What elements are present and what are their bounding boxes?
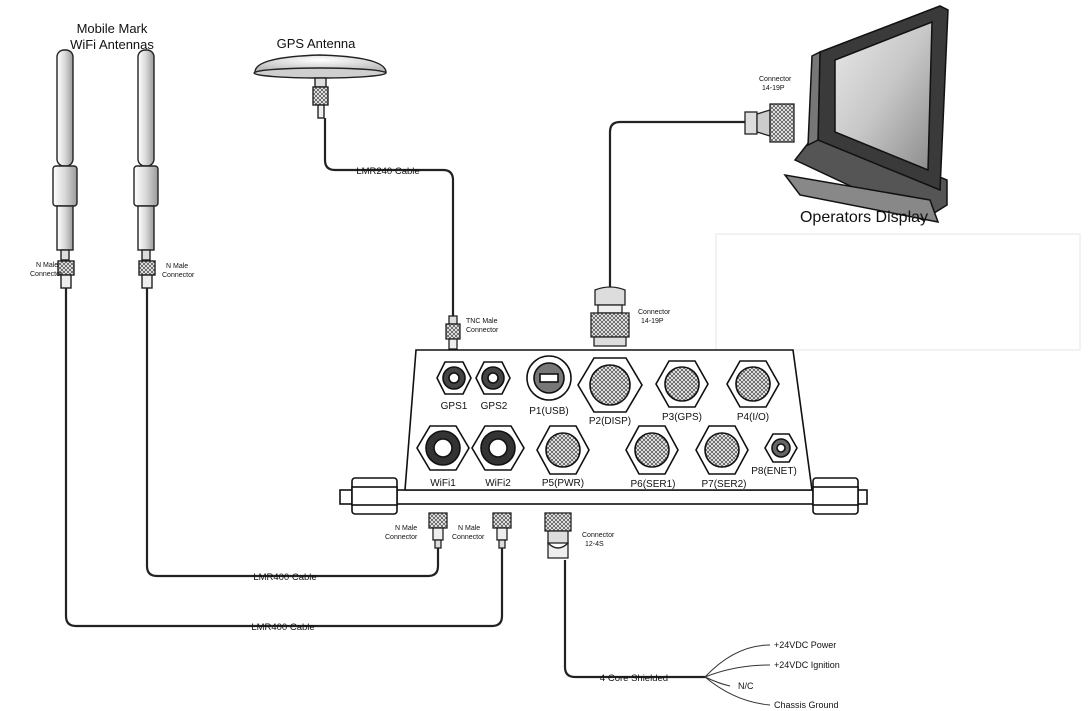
- port-p8: [764, 433, 798, 463]
- top-connector: [590, 286, 630, 347]
- lmr400-cable-lower: [64, 288, 504, 628]
- port-label-gps2: GPS2: [481, 401, 508, 412]
- n-male-label-2a: N Male: [166, 263, 188, 270]
- port-label-wifi2: WiFi2: [485, 478, 511, 489]
- port-p2: [577, 357, 643, 413]
- cables: [64, 118, 745, 679]
- ports-row-2: [416, 425, 798, 475]
- n-male-connector-icon: [138, 260, 156, 276]
- wifi-antennas-title-1: Mobile Mark: [77, 21, 148, 36]
- n-male-label-4a: N Male: [458, 525, 480, 532]
- wire-label-nc: N/C: [738, 681, 754, 691]
- top-conn-label-b: 14-19P: [641, 318, 664, 325]
- wifi2-lower-connector: [492, 512, 512, 549]
- power-connector-icon: [544, 512, 572, 532]
- ports-row-1: [436, 355, 780, 413]
- power-cable: [563, 560, 705, 679]
- port-label-p6: P6(SER1): [630, 479, 675, 490]
- port-p3: [655, 360, 709, 408]
- port-label-gps1: GPS1: [441, 401, 468, 412]
- port-gps1: [436, 361, 472, 395]
- display-cable: [608, 120, 745, 290]
- n-male-label-3b: Connector: [385, 534, 418, 541]
- port-p1: [526, 355, 572, 401]
- n-male-label-4b: Connector: [452, 534, 485, 541]
- port-wifi2: [471, 425, 525, 471]
- port-label-p1: P1(USB): [529, 406, 568, 417]
- n-male-connector-icon: [428, 512, 448, 529]
- top-connector-icon: [590, 312, 630, 338]
- port-label-p4: P4(I/O): [737, 412, 769, 423]
- cable-label-power: 4 Core Shielded: [600, 673, 668, 684]
- port-p4: [726, 360, 780, 408]
- gps-antenna-title: GPS Antenna: [277, 36, 357, 51]
- port-p5: [536, 425, 590, 475]
- n-male-connector-icon: [492, 512, 512, 529]
- power-conn-label-b: 12-4S: [585, 541, 604, 548]
- port-label-wifi1: WiFi1: [430, 478, 456, 489]
- cable-label-lmr240: LMR240 Cable: [356, 166, 419, 177]
- port-p7: [695, 425, 749, 475]
- tnc-label-a: TNC Male: [466, 318, 498, 325]
- wifi1-lower-connector: [428, 512, 448, 549]
- cable-label-lmr400-upper: LMR400 Cable: [253, 572, 316, 583]
- wire-label-power: +24VDC Power: [774, 640, 836, 650]
- port-wifi1: [416, 425, 470, 471]
- display-connector-icon: [769, 103, 795, 143]
- top-conn-label-a: Connector: [638, 309, 671, 316]
- port-label-p2: P2(DISP): [589, 416, 631, 427]
- power-connector: [544, 512, 572, 559]
- wifi-antenna-2: [133, 49, 159, 289]
- port-label-p8: P8(ENET): [751, 466, 797, 477]
- n-male-label-1a: N Male: [36, 262, 58, 269]
- power-conn-label-a: Connector: [582, 532, 615, 539]
- display-conn-label-a: Connector: [759, 76, 792, 83]
- display-connector: [744, 103, 795, 143]
- wire-label-ground: Chassis Ground: [774, 700, 839, 710]
- wire-label-ignition: +24VDC Ignition: [774, 660, 840, 670]
- tnc-label-b: Connector: [466, 327, 499, 334]
- port-label-p5: P5(PWR): [542, 478, 584, 489]
- tnc-connector: [445, 315, 461, 350]
- operators-display: [783, 5, 949, 223]
- empty-note-box: [715, 233, 1081, 351]
- power-wire-breakout: [704, 644, 771, 706]
- lmr240-cable: [323, 118, 455, 318]
- n-male-label-3a: N Male: [395, 525, 417, 532]
- wifi-antennas-title-2: WiFi Antennas: [70, 37, 154, 52]
- cable-label-lmr400-lower: LMR400 Cable: [251, 622, 314, 633]
- gps-connector-icon: [312, 86, 329, 106]
- port-gps2: [475, 361, 511, 395]
- port-label-p7: P7(SER2): [701, 479, 746, 490]
- display-conn-label-b: 14-19P: [762, 85, 785, 92]
- gps-antenna: [253, 54, 387, 119]
- wifi-antenna-1: [52, 49, 78, 289]
- port-p6: [625, 425, 679, 475]
- port-label-p3: P3(GPS): [662, 412, 702, 423]
- mounting-plate: [339, 489, 868, 505]
- operators-display-title: Operators Display: [800, 209, 928, 226]
- lmr400-cable-upper: [145, 288, 440, 578]
- n-male-label-1b: Connector: [30, 271, 63, 278]
- n-male-label-2b: Connector: [162, 272, 195, 279]
- tnc-connector-icon: [445, 323, 461, 340]
